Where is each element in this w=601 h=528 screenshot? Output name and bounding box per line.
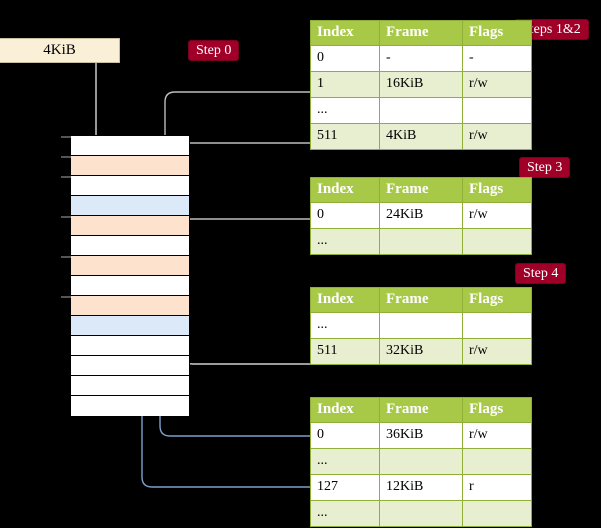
frame-tick-mark (61, 296, 71, 298)
table-cell: 0 (310, 422, 380, 449)
column-header-flags: Flags (462, 397, 532, 423)
table-row: ... (310, 228, 532, 255)
memory-frame-row (71, 316, 189, 336)
table-cell: 511 (310, 123, 380, 150)
memory-frame-row (71, 376, 189, 396)
table-cell: ... (310, 448, 380, 475)
column-header-index: Index (310, 20, 380, 46)
table-cell: 0 (310, 45, 380, 72)
memory-frame-row (61, 216, 189, 236)
table-row: 0-- (310, 45, 532, 72)
frame-tick-mark (61, 136, 71, 138)
memory-frame-row (71, 396, 189, 416)
table-cell: ... (310, 97, 380, 124)
column-header-frame: Frame (379, 177, 463, 203)
table-cell: - (462, 45, 532, 72)
memory-frame-row (61, 296, 189, 316)
table-cell (379, 500, 463, 527)
table-cell: 16KiB (379, 71, 463, 98)
table-cell: 12KiB (379, 474, 463, 501)
table-cell: - (379, 45, 463, 72)
table-cell (462, 312, 532, 339)
frame-tick-mark (61, 156, 71, 158)
table-cell: 1 (310, 71, 380, 98)
table-cell: ... (310, 312, 380, 339)
memory-frame-row (71, 276, 189, 296)
column-header-frame: Frame (379, 20, 463, 46)
column-header-index: Index (310, 287, 380, 313)
memory-frame-row (71, 356, 189, 376)
column-header-flags: Flags (462, 287, 532, 313)
memory-frame-row (71, 336, 189, 356)
memory-frame-row (71, 196, 189, 216)
table-cell: r/w (462, 123, 532, 150)
memory-frame-row (71, 236, 189, 256)
table-cell (462, 500, 532, 527)
column-header-flags: Flags (462, 20, 532, 46)
table-cell: 32KiB (379, 338, 463, 365)
frame-tick-mark (61, 176, 71, 178)
table-cell: r/w (462, 202, 532, 229)
column-header-frame: Frame (379, 397, 463, 423)
table-cell: 24KiB (379, 202, 463, 229)
column-header-index: Index (310, 397, 380, 423)
table-cell: r (462, 474, 532, 501)
table-cell: 127 (310, 474, 380, 501)
memory-frame-row (61, 136, 189, 156)
badge-step-3: Step 3 (519, 157, 571, 178)
table-cell (462, 228, 532, 255)
table-cell (379, 228, 463, 255)
frame-tick-mark (61, 256, 71, 258)
table-cell: 0 (310, 202, 380, 229)
table-cell: ... (310, 500, 380, 527)
badge-steps-1-2: Steps 1&2 (514, 19, 589, 40)
badge-step-4: Step 4 (515, 263, 567, 284)
table-cell: r/w (462, 422, 532, 449)
page-box-4kib: 4KiB (0, 38, 120, 63)
column-header-frame: Frame (379, 287, 463, 313)
table-row: ... (310, 97, 532, 124)
table-cell (379, 312, 463, 339)
table-cell: ... (310, 228, 380, 255)
memory-frame-row (61, 176, 189, 196)
frame-tick-mark (61, 216, 71, 218)
column-header-flags: Flags (462, 177, 532, 203)
table-cell (379, 448, 463, 475)
table-cell (462, 448, 532, 475)
table-cell (379, 97, 463, 124)
table-cell: 36KiB (379, 422, 463, 449)
table-row: ... (310, 500, 532, 527)
column-header-index: Index (310, 177, 380, 203)
memory-frame-row (61, 156, 189, 176)
physical-memory-column (61, 135, 190, 416)
table-row: ... (310, 312, 532, 339)
table-cell: r/w (462, 338, 532, 365)
memory-frame-row (61, 256, 189, 276)
table-cell (462, 97, 532, 124)
table-cell: r/w (462, 71, 532, 98)
table-row: ... (310, 448, 532, 475)
table-cell: 4KiB (379, 123, 463, 150)
badge-step-0: Step 0 (188, 40, 240, 61)
table-cell: 511 (310, 338, 380, 365)
